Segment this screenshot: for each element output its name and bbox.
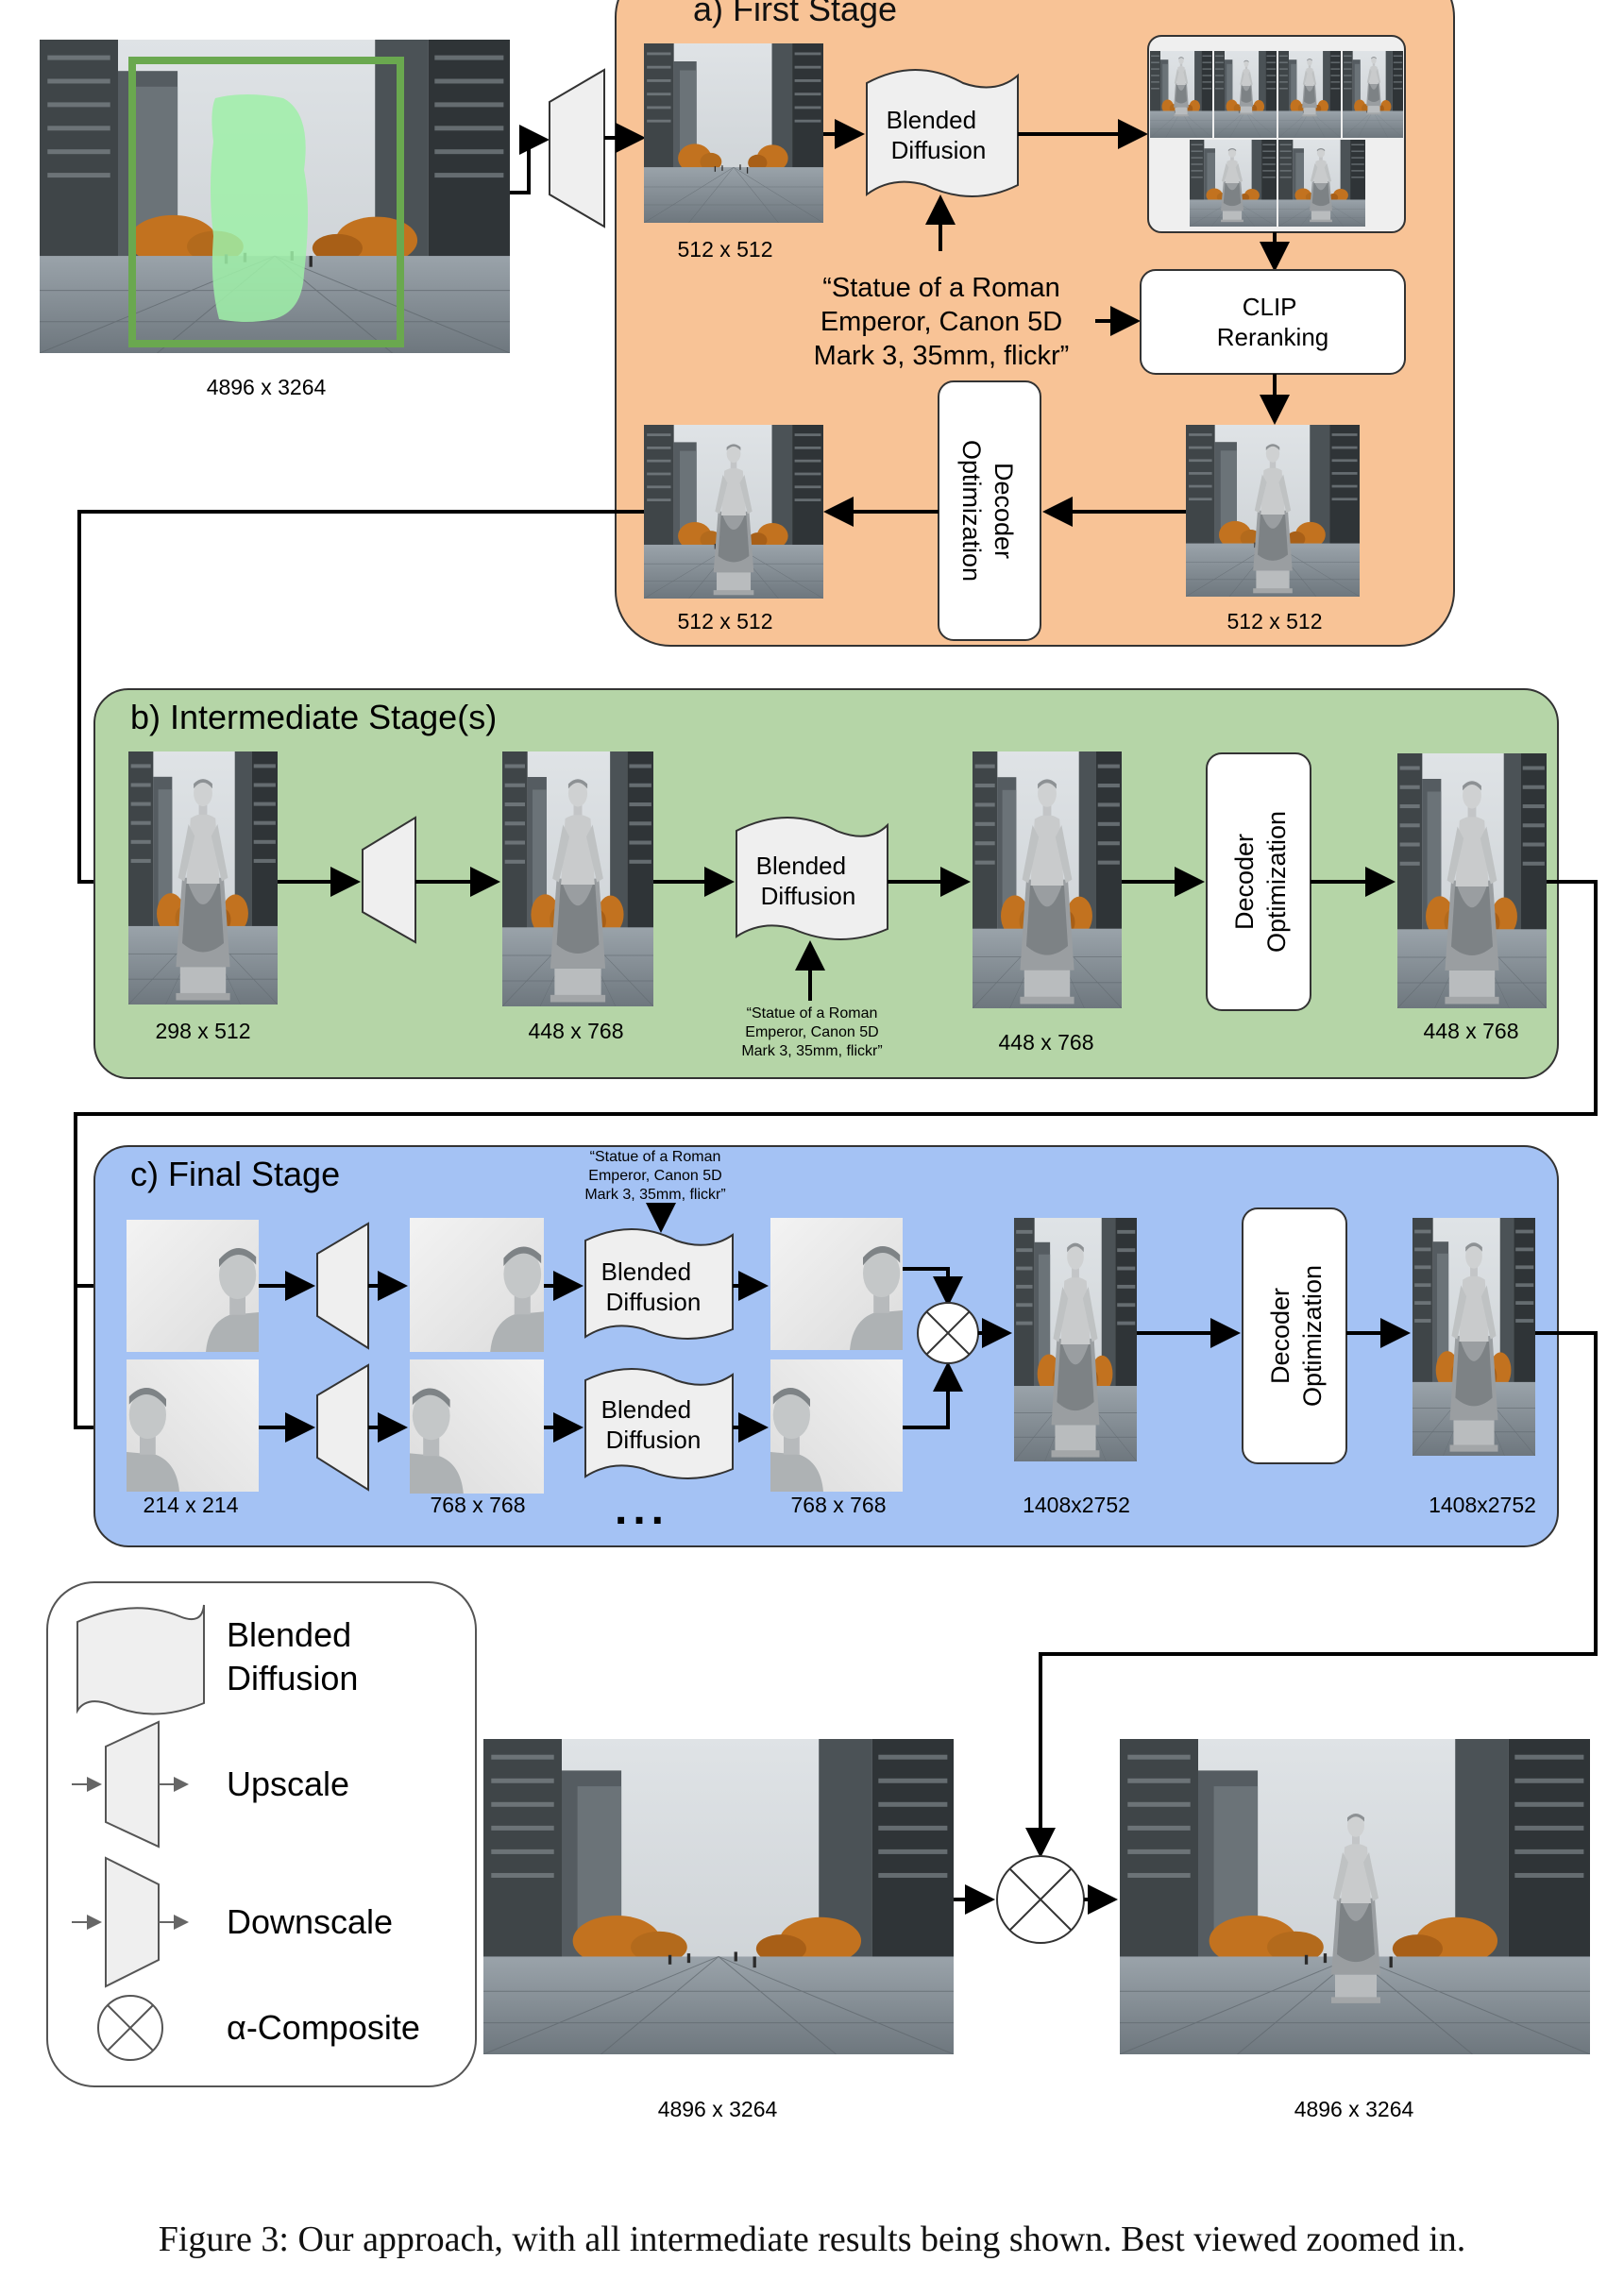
inter-size-2: 448 x 768 [528, 1019, 623, 1043]
final-tile-1-blended [770, 1218, 903, 1350]
svg-text:Emperor, Canon 5D: Emperor, Canon 5D [745, 1024, 878, 1040]
svg-text:CLIP Reranking: CLIP Reranking [1217, 293, 1329, 351]
inter-size-4: 448 x 768 [1423, 1019, 1518, 1043]
legend-downscale-label: Downscale [227, 1902, 393, 1941]
bottom-input-photo [483, 1739, 954, 2054]
svg-text:Emperor, Canon 5D: Emperor, Canon 5D [588, 1168, 721, 1184]
svg-text:Blended Diffusion: Blended Diffusion [756, 852, 856, 910]
final-stage-title: c) Final Stage [130, 1155, 340, 1193]
legend-downscale-icon [105, 1856, 160, 1988]
final-composited-image [1014, 1218, 1137, 1461]
svg-text:Decoder: Decoder [1266, 1288, 1294, 1384]
final-tile-1-input [127, 1220, 259, 1352]
first-blend-label-1: Blended [887, 106, 976, 134]
svg-text:Optimization: Optimization [957, 440, 986, 582]
svg-text:Optimization: Optimization [1262, 811, 1291, 953]
svg-text:Blended Diffusion: Blended Diffusion [601, 1258, 702, 1316]
clip-reranking-box: CLIP Reranking [1140, 269, 1406, 375]
inter-upscale-icon [362, 816, 416, 944]
legend-box: Blended Diffusion Upscale Downscale α-Co… [46, 1581, 477, 2087]
input-mask [211, 94, 308, 322]
crop-box [128, 57, 404, 347]
bottom-output-photo [1120, 1739, 1590, 2054]
final-blended-diffusion-box-1: Blended Diffusion [584, 1228, 734, 1340]
svg-text:“Statue of a Roman: “Statue of a Roman [822, 273, 1059, 303]
final-alpha-composite-icon [917, 1302, 979, 1364]
svg-text:Mark 3, 35mm, flickr”: Mark 3, 35mm, flickr” [584, 1187, 725, 1203]
final-prompt: “Statue of a Roman Emperor, Canon 5D Mar… [584, 1149, 725, 1203]
first-decoder-optimization-box: Decoder Optimization [938, 380, 1041, 641]
legend-composite-icon [97, 1995, 163, 2061]
inter-input-image [128, 751, 278, 1004]
candidate-grid [1147, 35, 1406, 233]
first-decoded-image [644, 425, 823, 599]
final-size-5: 1408x2752 [1429, 1493, 1536, 1517]
final-size-3: 768 x 768 [790, 1493, 886, 1517]
final-size-1: 214 x 214 [143, 1493, 238, 1517]
inter-decoder-optimization-box: Decoder Optimization [1206, 752, 1311, 1011]
first-decoded-size: 512 x 512 [677, 609, 772, 633]
inter-prompt: “Statue of a Roman Emperor, Canon 5D Mar… [741, 1005, 882, 1059]
bottom-size-2: 4896 x 3264 [1294, 2097, 1414, 2121]
inter-size-1: 298 x 512 [155, 1019, 250, 1043]
svg-text:Emperor, Canon 5D: Emperor, Canon 5D [820, 307, 1062, 337]
final-upscale-icon-1 [316, 1222, 369, 1350]
inter-upscaled-image [502, 751, 653, 1006]
final-decoder-optimization-box: Decoder Optimization [1242, 1207, 1347, 1464]
legend-blended-icon [76, 1604, 205, 1715]
bottom-alpha-composite-icon [996, 1855, 1085, 1944]
inter-output-image [1397, 753, 1547, 1008]
final-tile-2-input [127, 1359, 259, 1492]
final-blended-diffusion-box-2: Blended Diffusion [584, 1368, 734, 1479]
svg-text:Mark 3, 35mm, flickr”: Mark 3, 35mm, flickr” [814, 341, 1070, 371]
svg-text:“Statue of a Roman: “Statue of a Roman [590, 1149, 721, 1165]
final-output-image [1413, 1218, 1535, 1456]
final-size-4: 1408x2752 [1023, 1493, 1130, 1517]
first-crop-image [644, 43, 823, 223]
final-tile-2-blended [770, 1359, 903, 1492]
bottom-size-1: 4896 x 3264 [658, 2097, 778, 2121]
final-upscale-icon-2 [316, 1363, 369, 1492]
input-size-label: 4896 x 3264 [207, 375, 327, 399]
legend-composite-label: α-Composite [227, 2008, 420, 2047]
svg-text:Decoder: Decoder [990, 463, 1018, 559]
first-stage-title: a) First Stage [693, 0, 897, 28]
svg-text:Decoder: Decoder [1230, 834, 1259, 930]
inter-blended-diffusion-box: Blended Diffusion [736, 817, 888, 940]
first-reranked-image [1186, 425, 1360, 597]
final-tile-1-upscaled [410, 1218, 544, 1352]
final-tile-2-upscaled [410, 1359, 544, 1494]
downscale-icon [549, 68, 605, 228]
first-blended-diffusion-box: Blended Diffusion [866, 69, 1019, 197]
inter-size-3: 448 x 768 [998, 1030, 1093, 1055]
figure-caption: Figure 3: Our approach, with all interme… [158, 2220, 1466, 2259]
svg-text:Optimization: Optimization [1298, 1265, 1327, 1407]
svg-text:Blended Diffusion: Blended Diffusion [601, 1395, 702, 1454]
legend-upscale-icon [105, 1720, 160, 1849]
first-crop-size: 512 x 512 [677, 237, 772, 262]
intermediate-stage-title: b) Intermediate Stage(s) [130, 698, 497, 736]
svg-text:“Statue of a Roman: “Statue of a Roman [747, 1005, 878, 1021]
legend-blended-label: Blended Diffusion [227, 1615, 361, 1697]
input-photo [40, 40, 510, 353]
inter-blended-image [973, 751, 1122, 1008]
legend-upscale-label: Upscale [227, 1764, 349, 1803]
first-prompt: “Statue of a Roman Emperor, Canon 5D Mar… [814, 273, 1070, 371]
svg-text:Mark 3, 35mm, flickr”: Mark 3, 35mm, flickr” [741, 1043, 882, 1059]
svg-text:Blended Diffusion: Blended Diffusion [887, 106, 987, 164]
first-reranked-size: 512 x 512 [1226, 609, 1322, 633]
final-ellipsis: ... [615, 1484, 669, 1534]
final-size-2: 768 x 768 [430, 1493, 525, 1517]
first-blend-label-2: Diffusion [891, 136, 987, 164]
